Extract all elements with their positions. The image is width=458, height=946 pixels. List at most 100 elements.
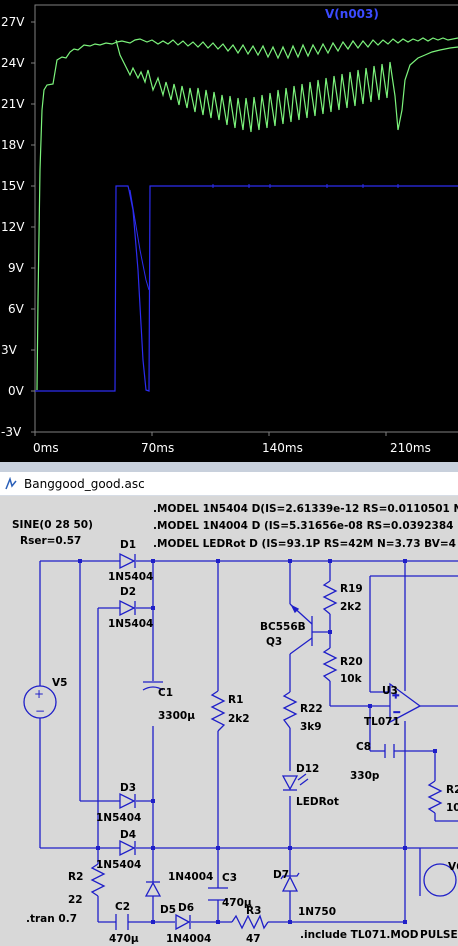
wires [39, 560, 458, 923]
c8-value[interactable]: 330p [350, 770, 380, 782]
d5-label[interactable]: D5 [160, 904, 176, 916]
waveform-svg[interactable]: 27V 24V 21V 18V 15V 12V 9V 6V 3V 0V -3V … [0, 0, 458, 462]
x-tick-marks [34, 432, 387, 436]
blue-trace-group [35, 184, 458, 392]
d12-model[interactable]: LEDRot [296, 796, 339, 808]
r22-label[interactable]: R22 [300, 703, 323, 715]
r22-resistor-icon[interactable] [282, 691, 298, 729]
d5-model[interactable]: 1N4004 [168, 871, 213, 883]
d5-diode-icon[interactable] [144, 881, 162, 897]
d3-diode-icon[interactable] [119, 792, 136, 810]
source-rser-param[interactable]: Rser=0.57 [20, 535, 81, 547]
model-directive-ledrot[interactable]: .MODEL LEDRot D (IS=93.1P RS=42M N=3.73 … [153, 538, 458, 550]
d6-label[interactable]: D6 [178, 902, 194, 914]
svg-text:−: − [35, 704, 45, 718]
d2-model[interactable]: 1N5404 [108, 618, 153, 630]
d1-label[interactable]: D1 [120, 539, 136, 551]
schematic-title: Banggood_good.asc [24, 476, 145, 491]
v5-source-symbol[interactable]: + − [23, 685, 57, 719]
r2x-label[interactable]: R2 [446, 784, 458, 796]
r20-label[interactable]: R20 [340, 656, 363, 668]
u3-model[interactable]: TL071 [364, 716, 400, 728]
r3-value[interactable]: 47 [246, 933, 261, 945]
d3-model[interactable]: 1N5404 [96, 812, 141, 824]
d12-led-icon[interactable] [281, 773, 309, 791]
c1-label[interactable]: C1 [158, 687, 173, 699]
d7-label[interactable]: D7 [273, 869, 289, 881]
include-directive[interactable]: .include TL071.MOD [300, 929, 419, 941]
y-tick-minus3-wrong: 3V [1, 343, 18, 357]
pulse-param[interactable]: PULSE( [420, 929, 458, 941]
r19-value[interactable]: 2k2 [340, 601, 362, 613]
c2-capacitor-icon[interactable] [115, 914, 129, 930]
tran-directive[interactable]: .tran 0.7 [26, 913, 77, 925]
q3-label[interactable]: Q3 [266, 636, 282, 648]
d1-model[interactable]: 1N5404 [108, 571, 153, 583]
y-tick-12: 12V [1, 220, 25, 234]
svg-text:+: + [34, 687, 44, 701]
model-directive-1n5404[interactable]: .MODEL 1N5404 D(IS=2.61339e-12 RS=0.0110… [153, 503, 458, 515]
c8-capacitor-icon[interactable] [384, 744, 395, 758]
d7-model[interactable]: 1N750 [298, 906, 336, 918]
d4-diode-icon[interactable] [119, 839, 136, 857]
r1-label[interactable]: R1 [228, 694, 243, 706]
c3-value[interactable]: 470µ [222, 897, 252, 909]
y-tick-0: 0V [8, 384, 25, 398]
v5-label[interactable]: V5 [52, 677, 67, 689]
trace-label[interactable]: V(n003) [325, 7, 379, 21]
c2-value[interactable]: 470µ [109, 933, 139, 945]
v6-source-symbol[interactable] [423, 863, 457, 897]
r19-label[interactable]: R19 [340, 583, 363, 595]
r2x-resistor-icon[interactable] [427, 780, 443, 814]
schematic-svg[interactable]: .MODEL 1N5404 D(IS=2.61339e-12 RS=0.0110… [0, 496, 458, 946]
schematic-canvas[interactable]: .MODEL 1N5404 D(IS=2.61339e-12 RS=0.0110… [0, 496, 458, 946]
y-tick-minus3: -3V [1, 425, 22, 439]
q3-transistor-icon[interactable] [289, 603, 313, 655]
d3-label[interactable]: D3 [120, 782, 136, 794]
c1-value[interactable]: 3300µ [158, 710, 195, 722]
r20-resistor-icon[interactable] [322, 647, 338, 682]
u3-opamp-icon[interactable]: + − [389, 682, 422, 724]
c2-label[interactable]: C2 [115, 901, 130, 913]
r2-value[interactable]: 22 [68, 894, 83, 906]
r3-label[interactable]: R3 [246, 905, 261, 917]
d4-model[interactable]: 1N5404 [96, 859, 141, 871]
d2-diode-icon[interactable] [119, 599, 136, 617]
d1-diode-icon[interactable] [119, 552, 136, 570]
r2-label[interactable]: R2 [68, 871, 83, 883]
blue-trace-ripples [212, 184, 399, 188]
r22-value[interactable]: 3k9 [300, 721, 322, 733]
schematic-titlebar[interactable]: Banggood_good.asc [0, 472, 458, 496]
r20-value[interactable]: 10k [340, 673, 363, 685]
x-tick-0: 0ms [33, 441, 59, 455]
v6-label[interactable]: V6 [448, 861, 458, 873]
green-trace-upper [36, 37, 458, 391]
c1-capacitor-icon[interactable] [142, 681, 164, 691]
blue-trace-main [35, 185, 458, 392]
r2-resistor-icon[interactable] [90, 863, 106, 897]
c3-label[interactable]: C3 [222, 872, 237, 884]
r19-resistor-icon[interactable] [322, 580, 338, 615]
d7-zener-icon[interactable] [280, 872, 300, 892]
waveform-plot[interactable]: 27V 24V 21V 18V 15V 12V 9V 6V 3V 0V -3V … [0, 0, 458, 462]
model-directive-1n4004[interactable]: .MODEL 1N4004 D (IS=5.31656e-08 RS=0.039… [153, 520, 458, 532]
c3-capacitor-icon[interactable] [208, 887, 228, 901]
u3-label[interactable]: U3 [382, 685, 398, 697]
source-sine-param[interactable]: SINE(0 28 50) [12, 519, 93, 531]
svg-text:−: − [393, 708, 401, 718]
r3-resistor-icon[interactable] [231, 914, 269, 930]
r1-resistor-icon[interactable] [210, 690, 226, 732]
d6-model[interactable]: 1N4004 [166, 933, 211, 945]
y-tick-9: 9V [8, 261, 25, 275]
c8-label[interactable]: C8 [356, 741, 371, 753]
d2-label[interactable]: D2 [120, 586, 136, 598]
pane-divider[interactable] [0, 462, 458, 472]
green-trace-lower [115, 39, 458, 133]
d4-label[interactable]: D4 [120, 829, 136, 841]
d6-diode-icon[interactable] [175, 913, 191, 931]
r1-value[interactable]: 2k2 [228, 713, 250, 725]
x-tick-140: 140ms [262, 441, 303, 455]
r2x-value[interactable]: 10 [446, 802, 458, 814]
d12-label[interactable]: D12 [296, 763, 319, 775]
q3-model[interactable]: BC556B [260, 621, 306, 633]
